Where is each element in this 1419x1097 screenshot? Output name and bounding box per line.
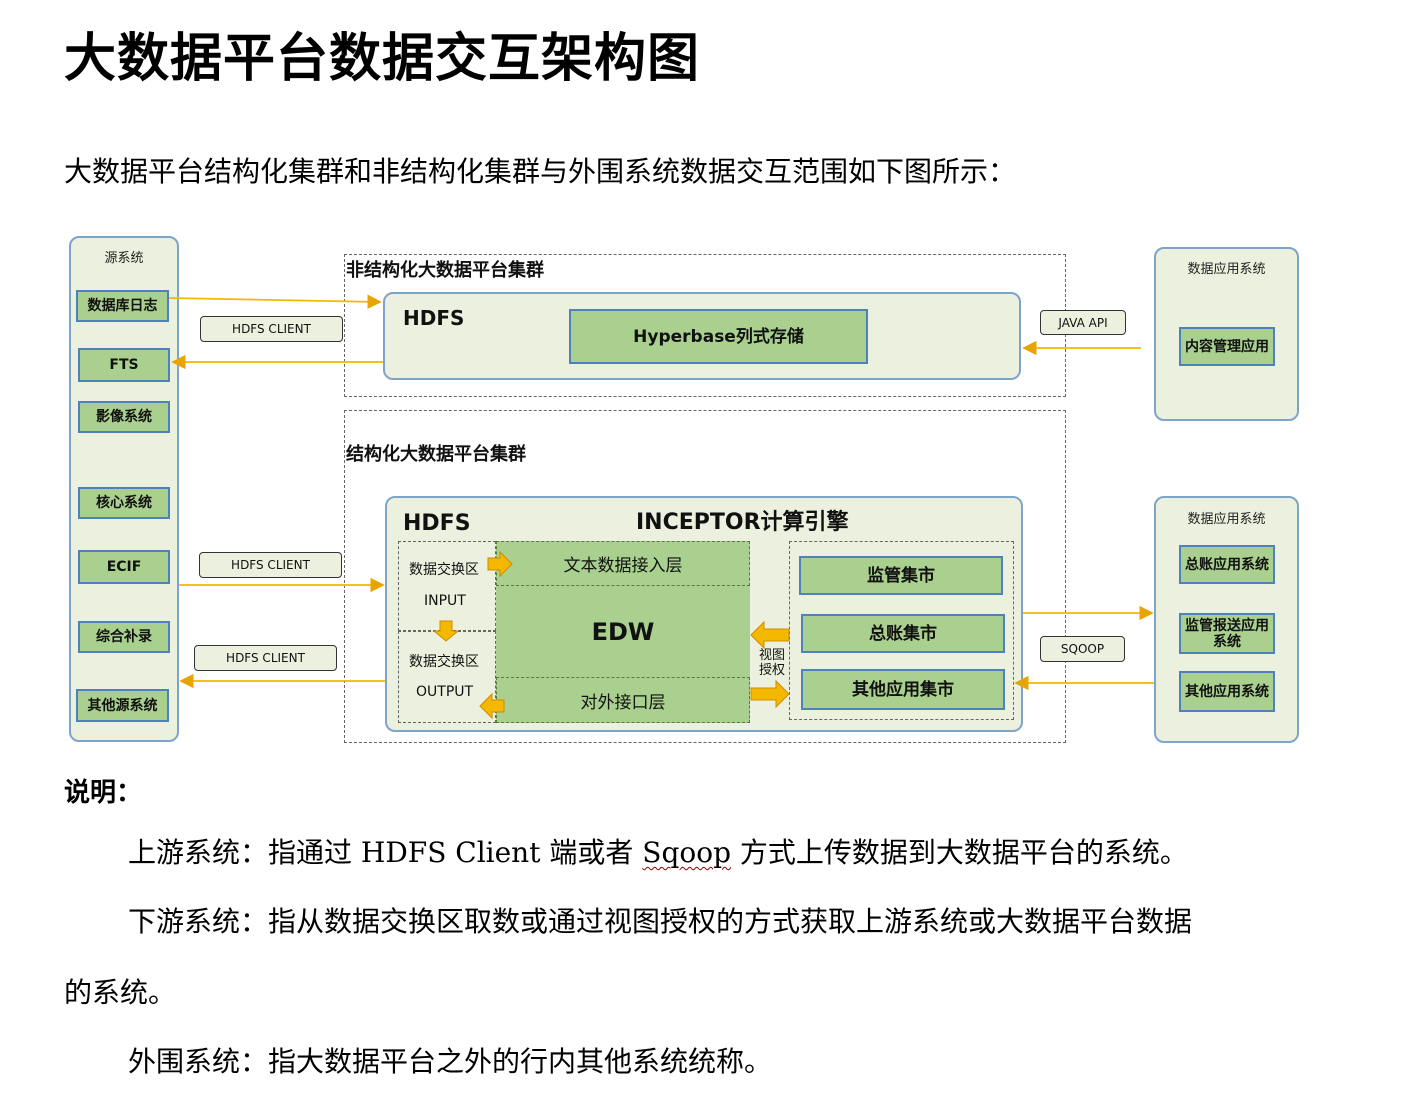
mart-other-app: 其他应用集市 [801, 669, 1005, 710]
note-upstream-sqoop: Sqoop [642, 836, 732, 869]
inceptor-engine-label: INCEPTOR计算引擎 [636, 510, 849, 535]
app-content-management: 内容管理应用 [1179, 327, 1275, 366]
view-auth-label: 视图授权 [758, 648, 785, 678]
unstructured-hdfs-client: HDFS CLIENT [200, 316, 343, 342]
structured-hdfs-label: HDFS [403, 511, 471, 536]
arrow-edw-to-marts [750, 679, 790, 709]
app-systems-title-bottom: 数据应用系统 [1187, 512, 1266, 527]
source-item-fts: FTS [78, 348, 170, 382]
sqoop-label: SQOOP [1040, 636, 1125, 662]
source-item-supplement: 综合补录 [78, 621, 170, 653]
app-general-ledger: 总账应用系统 [1179, 545, 1275, 584]
text-data-access-layer: 文本数据接入层 [496, 541, 750, 586]
source-item-db-log: 数据库日志 [76, 290, 169, 322]
arrow-input-to-output [432, 620, 460, 642]
app-regulatory-report: 监管报送应用系统 [1179, 613, 1275, 654]
note-downstream-line1: 下游系统：指从数据交换区取数或通过视图授权的方式获取上游系统或大数据平台数据 [128, 905, 1193, 938]
exchange-zone-label-out: 数据交换区 [409, 654, 479, 670]
note-upstream: 上游系统：指通过 HDFS Client 端或者 Sqoop 方式上传数据到大数… [128, 831, 1188, 871]
structured-hdfs-client-in: HDFS CLIENT [199, 552, 342, 578]
structured-hdfs-client-out: HDFS CLIENT [194, 645, 337, 671]
source-item-core-system: 核心系统 [78, 487, 170, 519]
app-other: 其他应用系统 [1179, 671, 1275, 712]
output-label: OUTPUT [416, 684, 474, 700]
app-systems-title-top: 数据应用系统 [1187, 262, 1266, 277]
unstructured-cluster-label: 非结构化大数据平台集群 [346, 260, 544, 281]
source-item-image-system: 影像系统 [78, 401, 170, 433]
arrow-interface-to-output [479, 692, 505, 720]
source-item-ecif: ECIF [78, 550, 170, 584]
structured-cluster-boundary [344, 410, 1066, 743]
intro-paragraph: 大数据平台结构化集群和非结构化集群与外围系统数据交互范围如下图所示： [64, 155, 1017, 188]
notes-heading: 说明： [64, 778, 143, 808]
mart-regulatory: 监管集市 [799, 556, 1003, 595]
source-item-other: 其他源系统 [76, 689, 169, 722]
source-systems-title: 源系统 [104, 251, 144, 266]
note-peripheral: 外围系统：指大数据平台之外的行内其他系统统称。 [128, 1045, 773, 1078]
arrow-marts-to-edw [750, 620, 790, 650]
arrow-input-to-text-layer [487, 550, 513, 578]
java-api-label: JAVA API [1040, 310, 1126, 335]
unstructured-hdfs-label: HDFS [403, 306, 465, 330]
interface-layer: 对外接口层 [496, 677, 750, 723]
exchange-zone-label-in: 数据交换区 [409, 562, 479, 578]
note-downstream-line2: 的系统。 [64, 976, 177, 1009]
page-title: 大数据平台数据交互架构图 [64, 29, 701, 89]
structured-cluster-label: 结构化大数据平台集群 [346, 444, 526, 465]
note-upstream-part-b: 方式上传数据到大数据平台的系统。 [731, 836, 1188, 869]
input-label: INPUT [424, 593, 466, 609]
edw-layer: EDW [496, 586, 750, 677]
note-upstream-part-a: 上游系统：指通过 HDFS Client 端或者 [128, 836, 643, 869]
hyperbase-storage: Hyperbase列式存储 [569, 309, 868, 364]
mart-general-ledger: 总账集市 [801, 614, 1005, 653]
connector-dblog-to-hdfs [168, 294, 382, 309]
